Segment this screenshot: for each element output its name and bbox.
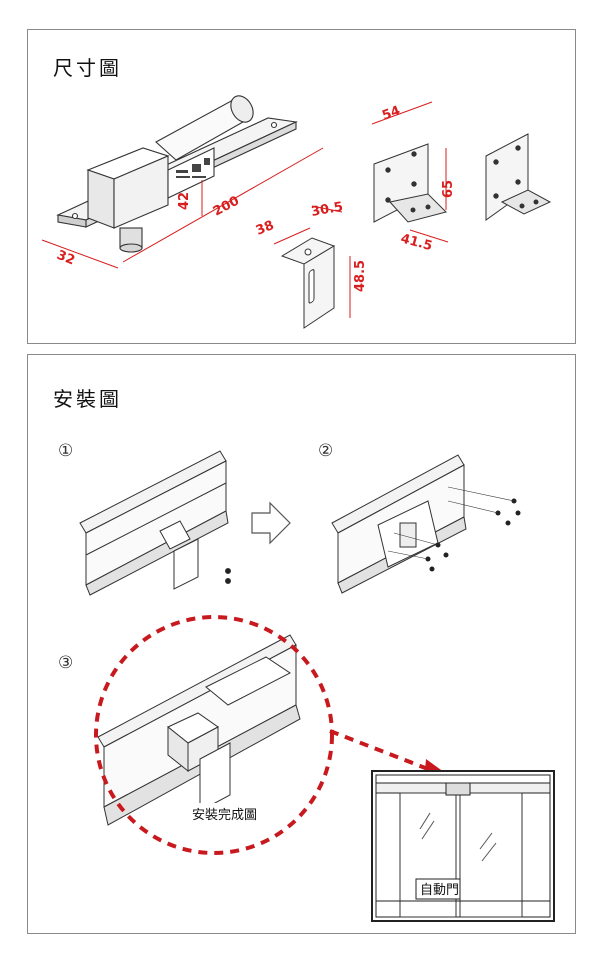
dimensions-title: 尺寸圖 — [53, 56, 122, 80]
bracket-l-shape — [280, 237, 336, 329]
bracket-dimension-lines — [273, 101, 449, 318]
auto-door-inset — [371, 770, 555, 922]
auto-door-label: 自動門 — [420, 883, 459, 898]
step3-assembly-illustration — [97, 634, 301, 826]
bracket-small-right — [485, 133, 552, 221]
step-2-marker: ② — [318, 441, 334, 461]
bracket-large — [373, 143, 447, 223]
callout-circle — [94, 615, 334, 855]
callout-arrow-line — [329, 729, 429, 771]
installation-drawing: 安裝完成圖 自動門 — [79, 450, 555, 922]
label-plate-text-marks — [176, 158, 210, 178]
dimension-lines — [41, 147, 324, 269]
step2-guide-lines — [387, 486, 515, 560]
installation-title: 安裝圖 — [53, 387, 122, 411]
dim-38: 38 — [254, 218, 276, 239]
step2-rail-illustration — [331, 454, 467, 594]
step-3-marker: ③ — [58, 653, 74, 673]
step2-screws — [425, 498, 521, 572]
auto-door-label-box — [415, 878, 461, 900]
lock-body-illustration — [56, 95, 298, 253]
step1-rail-illustration — [79, 450, 231, 596]
dim-65: 65 — [441, 180, 456, 198]
dimensions-panel: 尺寸圖 — [27, 29, 576, 344]
installation-panel: 安裝圖 ① ② ③ — [27, 354, 576, 934]
installed-label: 安裝完成圖 — [192, 808, 257, 823]
dim-48-5: 48.5 — [353, 260, 368, 292]
dim-30-5: 30.5 — [310, 200, 344, 220]
bracket-illustrations — [273, 101, 552, 329]
dim-32: 32 — [55, 248, 77, 269]
installed-label-bg — [188, 803, 284, 825]
step-1-marker: ① — [58, 441, 74, 461]
dim-42: 42 — [177, 192, 192, 210]
step-arrow-icon — [251, 501, 291, 545]
dimensions-drawing — [41, 95, 324, 269]
